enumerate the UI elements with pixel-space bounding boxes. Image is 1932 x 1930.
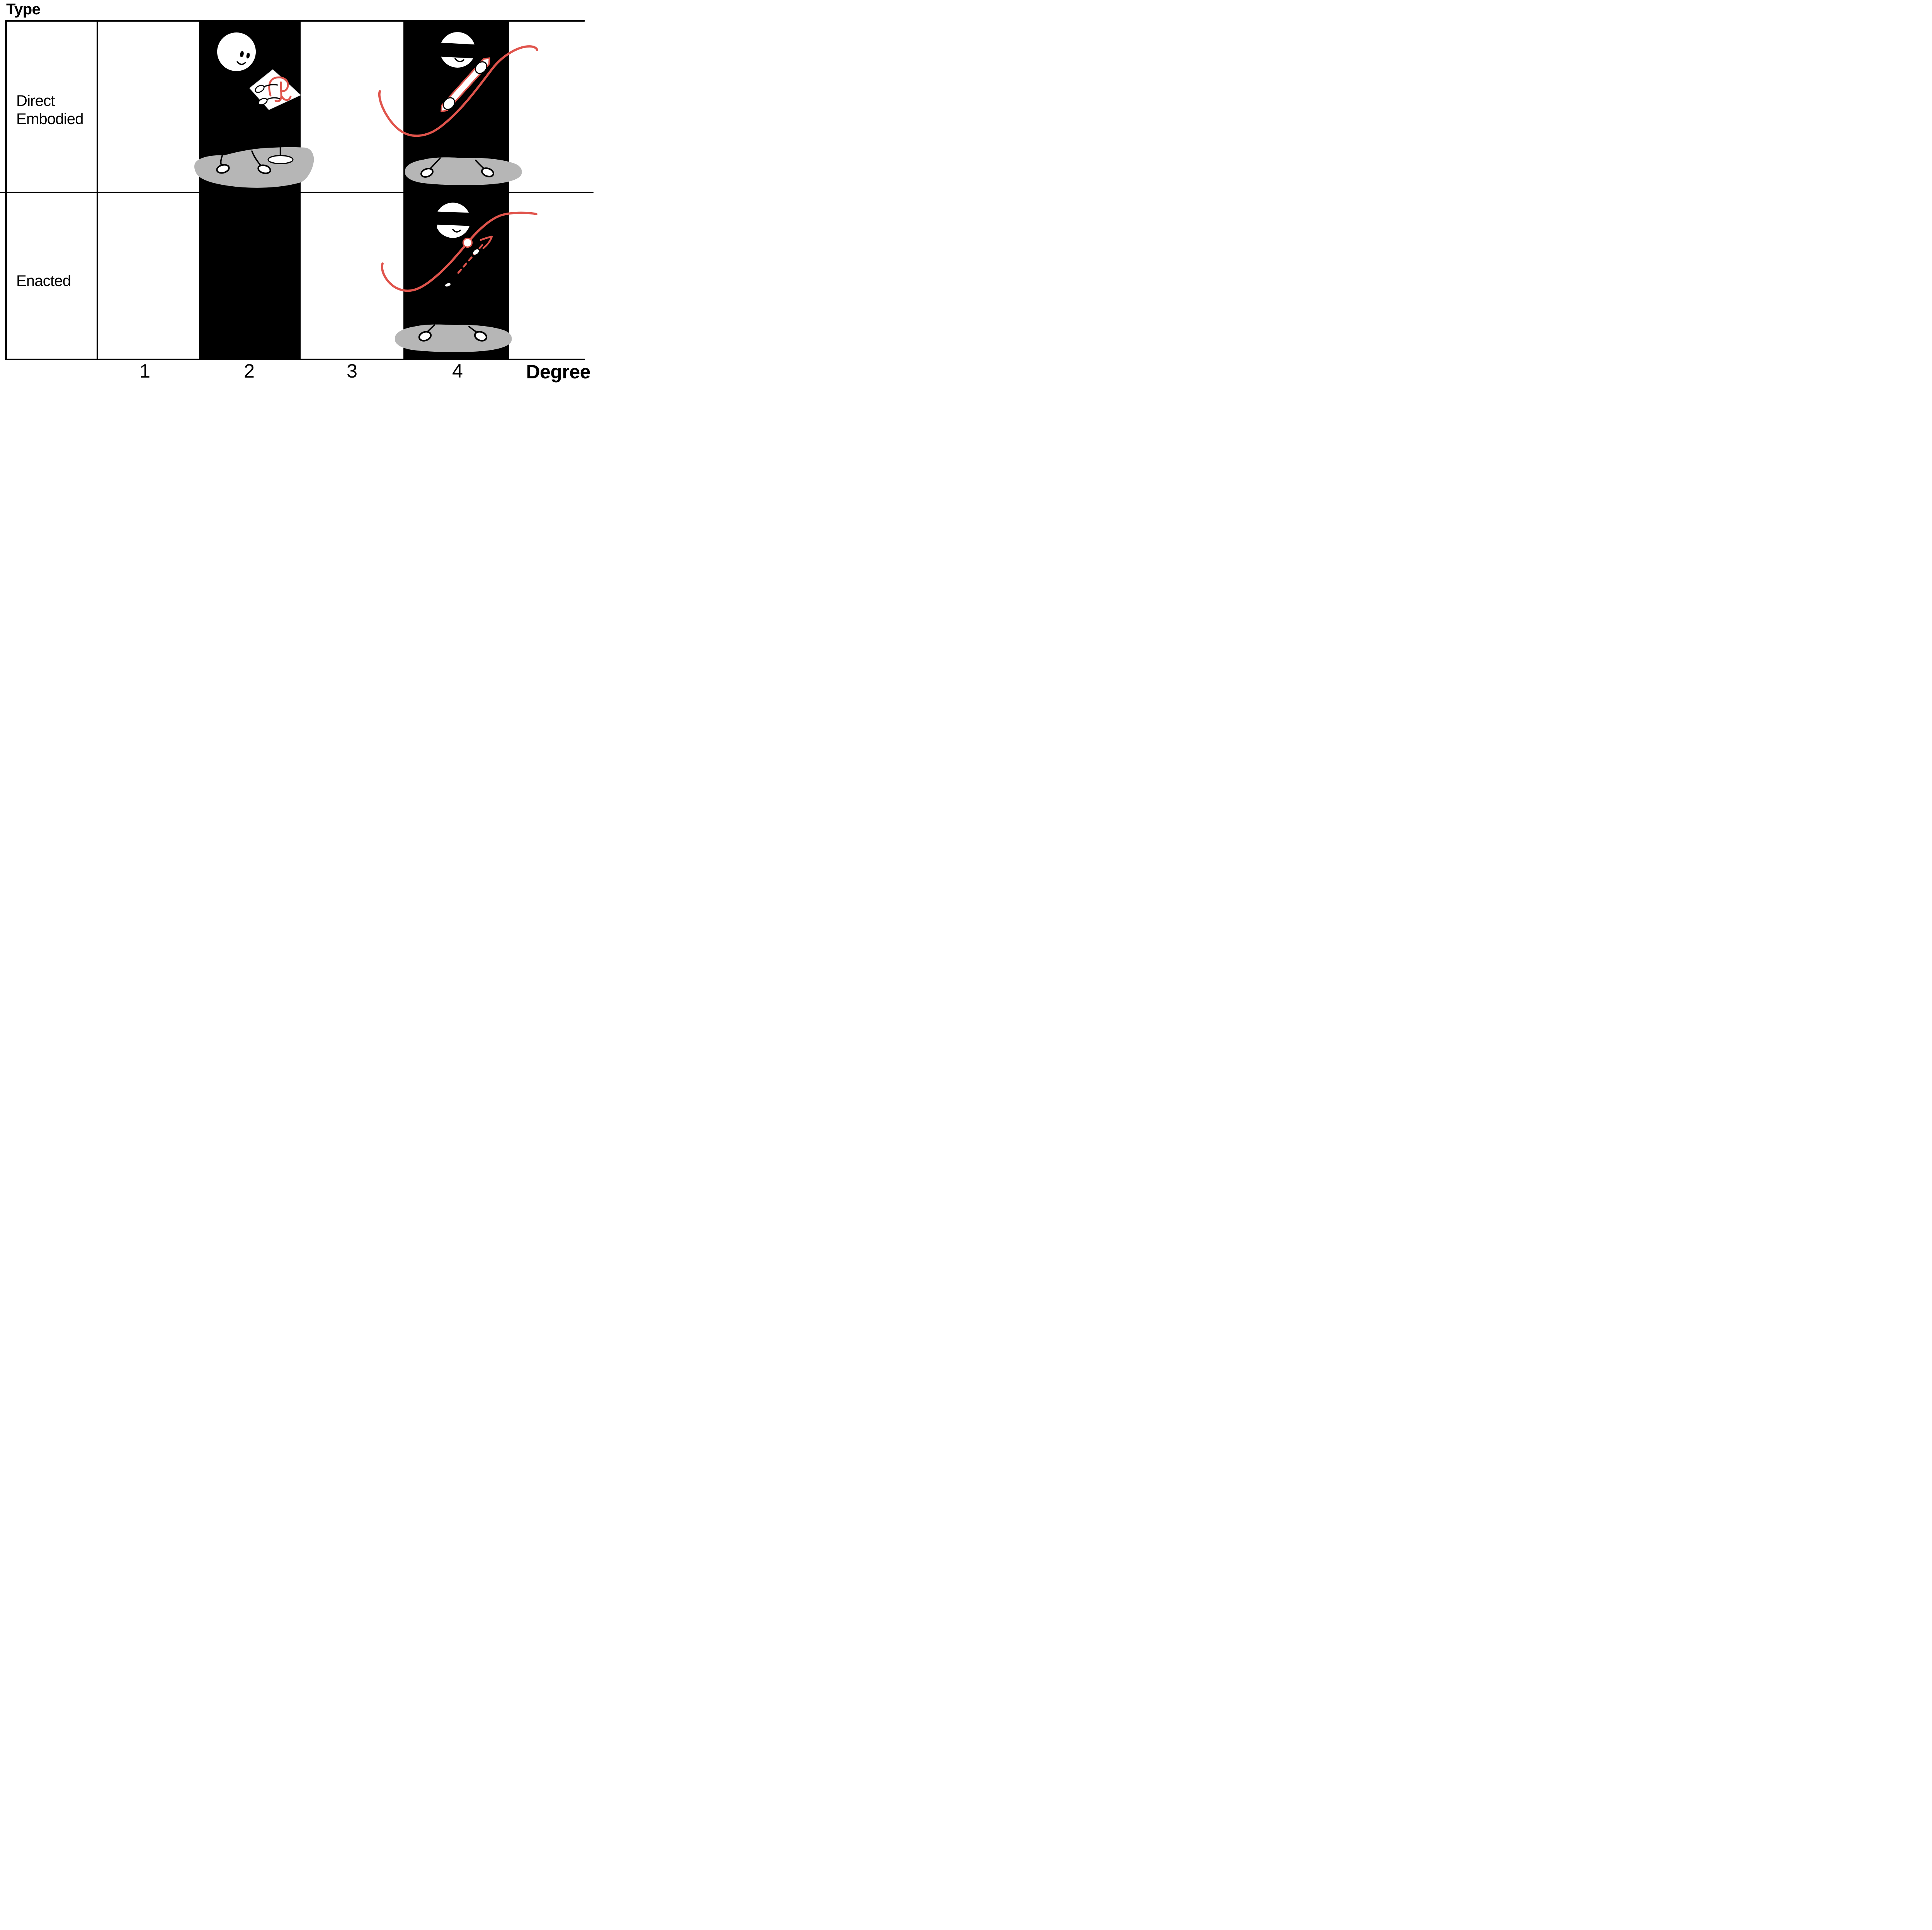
column-label-1: 1 (139, 360, 150, 382)
row-divider (0, 192, 594, 194)
column-label-3: 3 (347, 360, 357, 382)
highlighted-column-degree-2 (199, 21, 301, 359)
row-label-enacted: Enacted (16, 272, 71, 289)
column-label-2: 2 (244, 360, 255, 382)
table-left-border (5, 20, 7, 361)
table-top-border (5, 20, 585, 22)
column-label-4: 4 (452, 360, 463, 382)
column-axis-title: Degree (526, 361, 590, 383)
row-label-direct-embodied: Direct Embodied (16, 92, 84, 128)
diagram-canvas: Type Degree Direct Embodied Enacted 1 2 … (0, 0, 594, 386)
row-axis-title: Type (6, 1, 41, 18)
highlighted-column-degree-4 (403, 21, 509, 359)
row-label-divider (96, 20, 99, 359)
table-bottom-border (5, 358, 585, 361)
